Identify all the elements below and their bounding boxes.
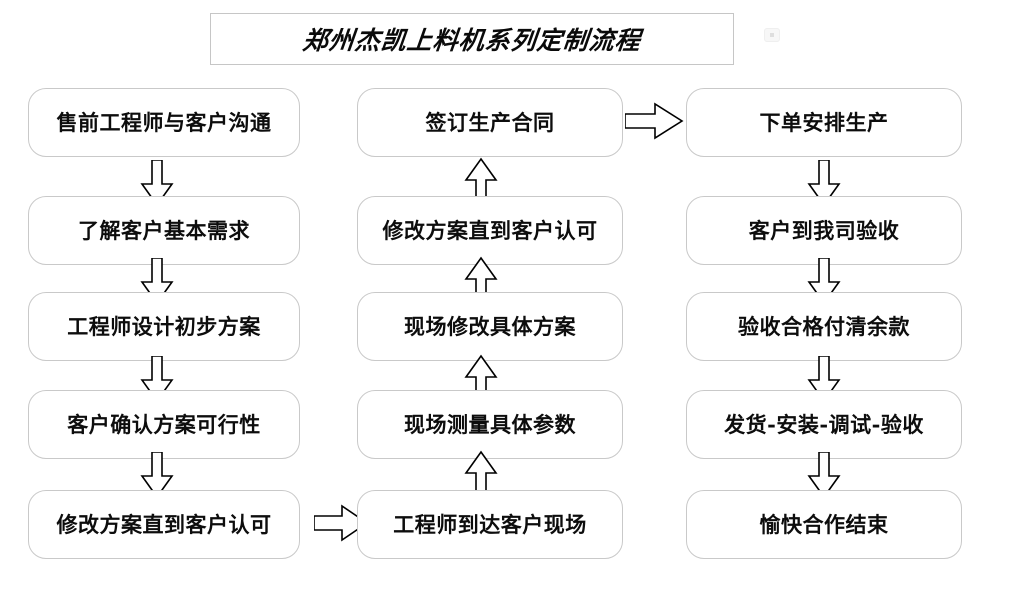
node-label: 工程师设计初步方案 [67, 314, 261, 339]
arrow-down-col3-1 [806, 160, 842, 207]
node-label: 客户确认方案可行性 [67, 412, 261, 437]
node-label: 愉快合作结束 [759, 512, 889, 537]
node-label: 验收合格付清余款 [738, 314, 910, 339]
node-label: 现场修改具体方案 [404, 314, 576, 339]
connector-col2-to-col3 [625, 101, 685, 143]
node-col3-row4[interactable]: 发货-安装-调试-验收 [686, 390, 962, 459]
node-col3-row3[interactable]: 验收合格付清余款 [686, 292, 962, 361]
watermark-artifact [764, 28, 780, 42]
node-label: 修改方案直到客户认可 [56, 512, 272, 537]
node-label: 下单安排生产 [759, 110, 889, 135]
node-col2-row1[interactable]: 签订生产合同 [357, 88, 623, 157]
node-col2-row3[interactable]: 现场修改具体方案 [357, 292, 623, 361]
arrow-down-col1-1 [139, 160, 175, 207]
node-col3-row5[interactable]: 愉快合作结束 [686, 490, 962, 559]
node-col1-row1[interactable]: 售前工程师与客户沟通 [28, 88, 300, 157]
chart-title-box: 郑州杰凯上料机系列定制流程 [210, 13, 734, 65]
node-label: 客户到我司验收 [748, 218, 900, 243]
node-label: 了解客户基本需求 [78, 218, 250, 243]
node-col2-row5[interactable]: 工程师到达客户现场 [357, 490, 623, 559]
node-col1-row4[interactable]: 客户确认方案可行性 [28, 390, 300, 459]
chart-title: 郑州杰凯上料机系列定制流程 [301, 26, 643, 55]
node-col2-row2[interactable]: 修改方案直到客户认可 [357, 196, 623, 265]
node-label: 售前工程师与客户沟通 [56, 110, 272, 135]
node-col1-row2[interactable]: 了解客户基本需求 [28, 196, 300, 265]
node-label: 现场测量具体参数 [404, 412, 576, 437]
node-col3-row1[interactable]: 下单安排生产 [686, 88, 962, 157]
node-label: 签订生产合同 [425, 110, 555, 135]
node-col1-row5[interactable]: 修改方案直到客户认可 [28, 490, 300, 559]
node-label: 修改方案直到客户认可 [382, 218, 598, 243]
node-col1-row3[interactable]: 工程师设计初步方案 [28, 292, 300, 361]
node-col2-row4[interactable]: 现场测量具体参数 [357, 390, 623, 459]
node-label: 工程师到达客户现场 [393, 512, 587, 537]
node-label: 发货-安装-调试-验收 [724, 412, 924, 437]
arrow-down-col3-4 [806, 452, 842, 499]
arrow-down-col1-4 [139, 452, 175, 499]
connector-col1-to-col2 [314, 503, 370, 545]
node-col3-row2[interactable]: 客户到我司验收 [686, 196, 962, 265]
